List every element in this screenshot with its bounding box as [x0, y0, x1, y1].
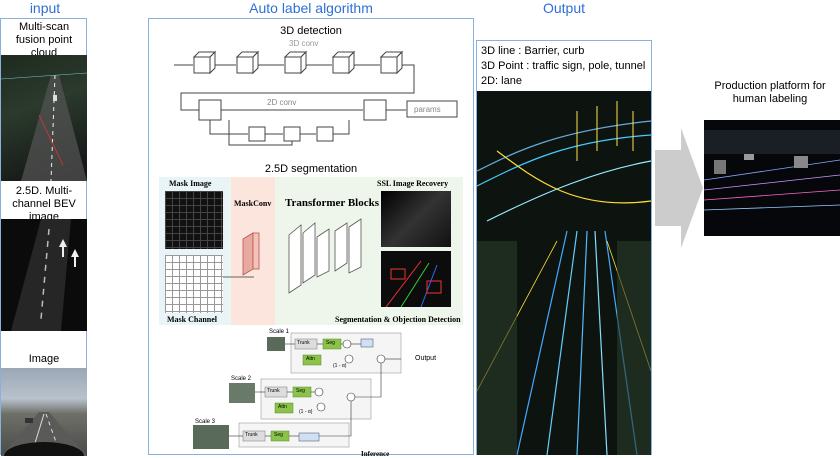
output-line-2: 3D Point : traffic sign, pole, tunnel: [481, 60, 646, 72]
mask-image-grid: [165, 191, 223, 249]
maskconv-block: [242, 232, 260, 276]
trunk-label-1: Trunk: [297, 340, 310, 346]
input-panel: Multi-scan fusion point cloud 2.5D. Mult…: [0, 18, 87, 456]
seg-label-3: Seg: [274, 432, 283, 438]
output-line-3: 2D: lane: [481, 75, 522, 87]
ssl-image: [381, 191, 451, 247]
output-header: Output: [542, 0, 586, 16]
multiscale-diagram: [193, 332, 402, 449]
one-minus-alpha-2: (1 - α): [299, 409, 313, 415]
mask-channel-label: Mask Channel: [167, 315, 218, 324]
mask-image-label: Mask Image: [169, 179, 212, 188]
bev-image: [1, 219, 87, 331]
algorithm-header: Auto label algorithm: [249, 0, 373, 16]
one-minus-alpha-1: (1 - α): [333, 363, 347, 369]
camera-image: [1, 368, 87, 456]
output-panel: 3D line : Barrier, curb 3D Point : traff…: [476, 40, 652, 455]
ssl-label: SSL Image Recovery: [377, 179, 449, 188]
detection-network: [174, 50, 458, 146]
trunk-label-2: Trunk: [267, 388, 280, 394]
seg-det-image: [381, 251, 451, 307]
output-line-1: 3D line : Barrier, curb: [481, 45, 585, 57]
production-image: [704, 120, 840, 236]
output-label: Output: [415, 355, 437, 362]
transformer-stack: [288, 218, 362, 294]
output-point-cloud: [477, 91, 651, 455]
scale3-label: Scale 3: [195, 419, 216, 425]
seg-title: 2.5D segmentation: [264, 163, 358, 175]
seg-det-label: Segmentation & Objection Detection: [335, 315, 461, 324]
algorithm-panel: 3D detection 3D conv: [148, 18, 474, 458]
transformer-label: Transformer Blocks: [285, 197, 379, 209]
conv2d-label: 2D conv: [267, 98, 297, 107]
point-cloud-image: [1, 55, 87, 181]
seg-label-2: Seg: [296, 388, 305, 394]
seg-figure: Mask Image Mask Channel MaskConv Transfo…: [159, 177, 463, 325]
detection-title: 3D detection: [280, 25, 342, 37]
scale2-label: Scale 2: [231, 376, 252, 382]
scale1-label: Scale 1: [269, 329, 290, 335]
inference-label: Inference: [361, 450, 390, 458]
production-caption: Production platform for human labeling: [714, 80, 826, 105]
image-caption: Image: [28, 353, 60, 365]
seg-label-1: Seg: [326, 340, 335, 346]
attn-label-2: Attn: [278, 404, 287, 410]
params-label: params: [414, 105, 441, 114]
trunk-label-3: Trunk: [245, 432, 258, 438]
maskconv-label: MaskConv: [234, 199, 272, 208]
input-header: input: [29, 0, 61, 16]
mask-channel-grid: [165, 255, 223, 313]
conv3d-label: 3D conv: [289, 39, 319, 48]
attn-label-1: Attn: [306, 356, 315, 362]
right-arrow: [655, 128, 703, 248]
